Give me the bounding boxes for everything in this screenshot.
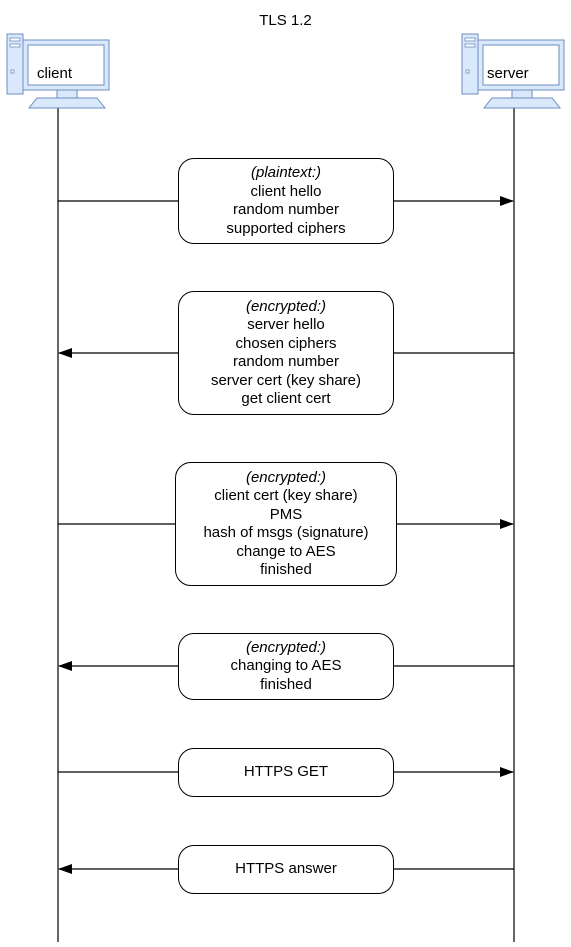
message-3-note: (encrypted:) <box>245 468 327 486</box>
message-3-line-1: client cert (key share) <box>214 487 358 504</box>
message-1-line-2: random number <box>233 201 339 218</box>
message-2-line-2: chosen ciphers <box>235 334 337 352</box>
diagram-title: TLS 1.2 <box>259 12 312 29</box>
message-2-line-3: random number <box>233 353 339 370</box>
message-2-line-1: server hello <box>247 316 325 333</box>
message-4-box: (encrypted:) changing to AES finished <box>178 633 394 700</box>
message-1-note: (plaintext:) <box>250 164 322 181</box>
message-5-line-1: HTTPS GET <box>243 763 329 781</box>
message-2-note: (encrypted:) <box>245 297 327 315</box>
message-3-line-5: finished <box>260 561 312 578</box>
message-5-box: HTTPS GET <box>178 748 394 797</box>
message-6-line-1: HTTPS answer <box>235 860 337 878</box>
message-2-box: (encrypted:) server hello chosen ciphers… <box>178 291 394 415</box>
message-3-box: (encrypted:) client cert (key share) PMS… <box>175 462 397 586</box>
server-label: server <box>486 64 530 84</box>
client-computer-icon <box>6 33 110 109</box>
message-2-line-5: get client cert <box>241 390 331 407</box>
message-4-line-2: finished <box>260 675 312 693</box>
message-1-line-1: client hello <box>250 182 322 200</box>
message-3-line-3: hash of msgs (signature) <box>203 524 369 541</box>
message-3-line-2: PMS <box>269 505 303 523</box>
message-4-note: (encrypted:) <box>245 638 327 656</box>
message-1-box: (plaintext:) client hello random number … <box>178 158 394 244</box>
message-4-line-1: changing to AES <box>230 657 342 675</box>
message-3-line-4: change to AES <box>236 542 336 560</box>
client-label: client <box>36 64 74 84</box>
message-1-line-3: supported ciphers <box>226 219 346 237</box>
message-6-box: HTTPS answer <box>178 845 394 894</box>
message-2-line-4: server cert (key share) <box>210 371 362 389</box>
